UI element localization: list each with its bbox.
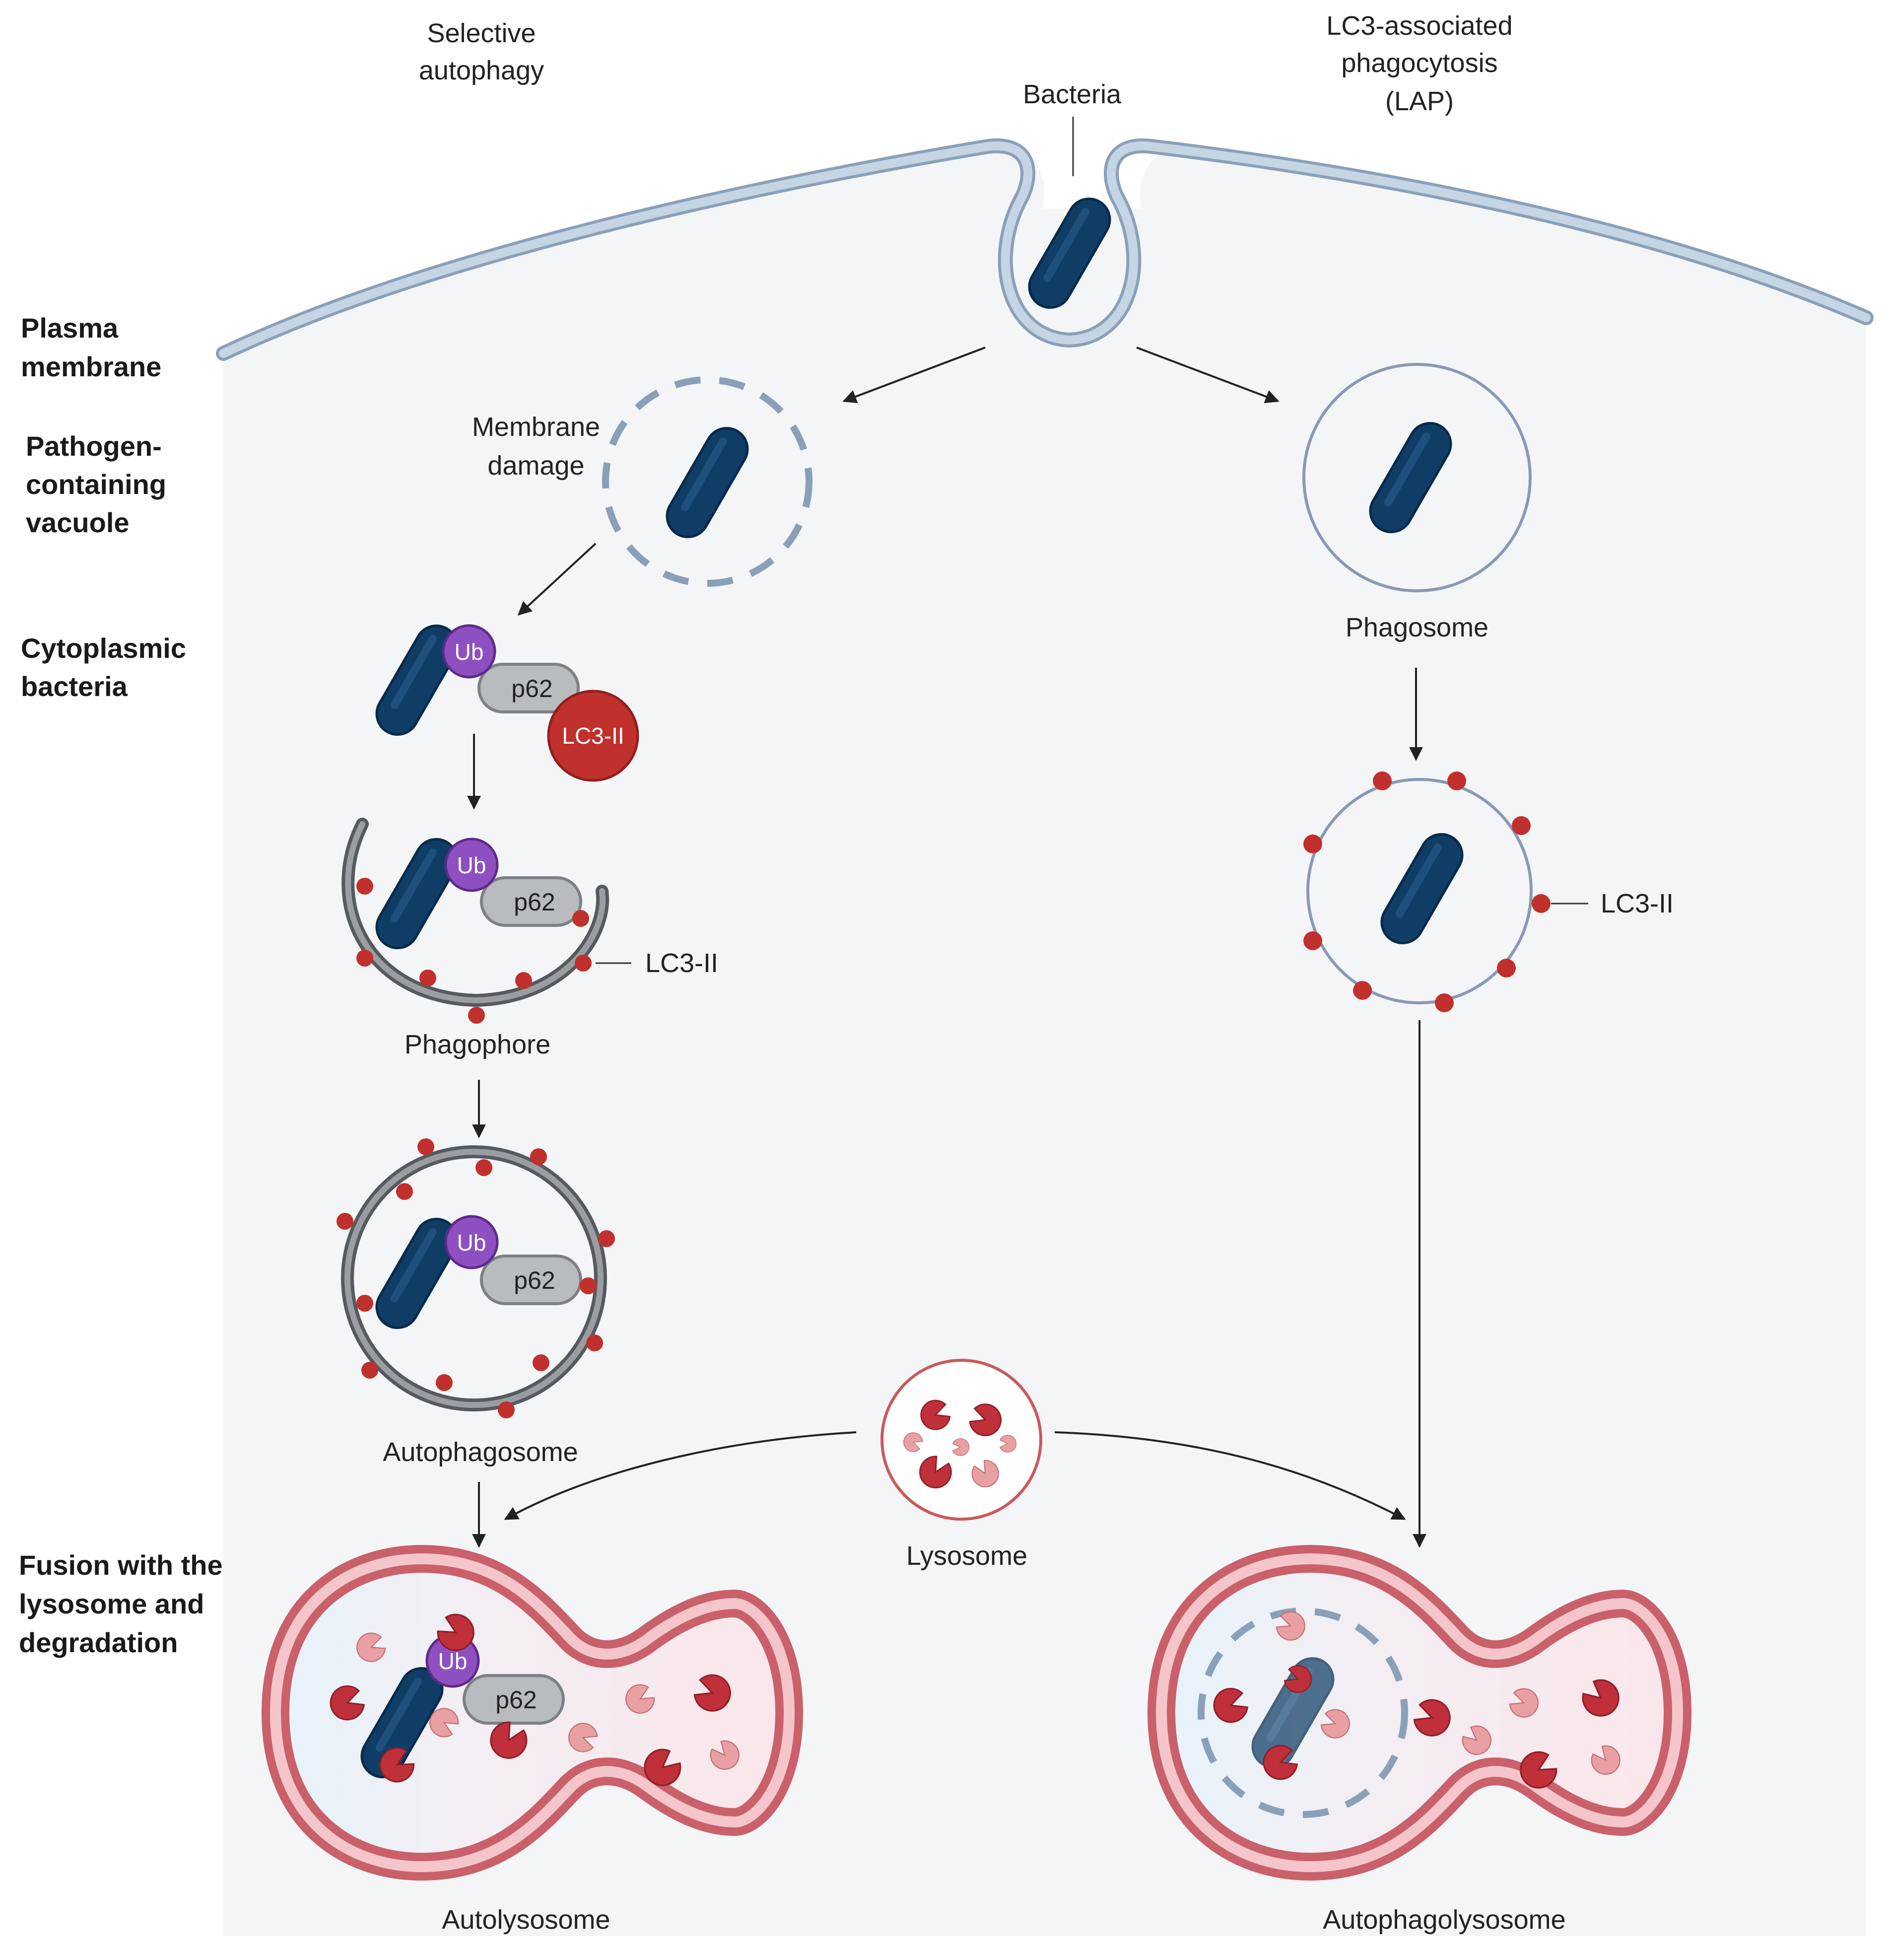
phagosome-label: Phagosome bbox=[1346, 613, 1488, 642]
autophagolysosome bbox=[1147, 1544, 1692, 1881]
cytoplasmic-complex: p62 Ub LC3-II bbox=[369, 618, 639, 782]
bacteria-label: Bacteria bbox=[1023, 79, 1122, 109]
phagophore-ub-label: Ub bbox=[457, 852, 486, 878]
lap-vesicle-membrane bbox=[1306, 778, 1533, 1004]
fusion-label-2: lysosome and bbox=[19, 1588, 204, 1619]
ub-label: Ub bbox=[455, 639, 484, 665]
p62-pill bbox=[477, 663, 580, 713]
phagophore-lc3-dots bbox=[356, 878, 592, 1024]
phagophore-lc3-ii-label: LC3-II bbox=[645, 948, 718, 978]
phagophore-p62-label: p62 bbox=[514, 888, 555, 916]
phagophore-p62 bbox=[480, 876, 582, 927]
autophagosome-label: Autophagosome bbox=[383, 1437, 578, 1467]
selective-autophagy-line1: Selective bbox=[427, 18, 536, 48]
selective-autophagy-line2: autophagy bbox=[419, 56, 544, 85]
arrow-to-damage bbox=[842, 347, 986, 404]
autolysosome: p62 Ub bbox=[261, 1544, 804, 1881]
autophagosome-p62-label: p62 bbox=[514, 1266, 555, 1294]
autolysosome-p62-label: p62 bbox=[495, 1686, 537, 1714]
autophagosome-ub bbox=[444, 1215, 499, 1269]
autolysosome-p62 bbox=[463, 1674, 565, 1725]
fusion-label-1: Fusion with the bbox=[19, 1549, 223, 1581]
phagophore-ub bbox=[444, 838, 499, 892]
lc3-ii-circle bbox=[547, 690, 639, 782]
lc3-ii-inline-label: LC3-II bbox=[562, 723, 624, 749]
membrane-damage-line2: damage bbox=[487, 451, 584, 481]
arrow-lysosome-to-autolysosome bbox=[504, 1431, 857, 1520]
cell-cytoplasm bbox=[223, 145, 1866, 1936]
autophagosome-ub-label: Ub bbox=[457, 1230, 486, 1256]
pathogen-vacuole-label-2: containing bbox=[26, 469, 166, 500]
autolysosome-ub-label: Ub bbox=[438, 1648, 468, 1674]
lysosome-label: Lysosome bbox=[906, 1541, 1027, 1571]
pathogen-vacuole-label-1: Pathogen- bbox=[26, 430, 162, 462]
autophagosome-lc3-dots bbox=[337, 1138, 615, 1418]
phagophore-label: Phagophore bbox=[405, 1030, 550, 1059]
arrow-to-phagosome bbox=[1136, 347, 1280, 404]
ub-circle bbox=[442, 624, 496, 679]
autophagolysosome-label: Autophagolysosome bbox=[1323, 1905, 1565, 1935]
cytoplasmic-bacteria-label-1: Cytoplasmic bbox=[21, 632, 186, 664]
pathogen-vacuole-label-3: vacuole bbox=[26, 507, 130, 538]
plasma-membrane-label-2: membrane bbox=[21, 351, 161, 382]
degraded-vacuole bbox=[1198, 1608, 1408, 1818]
autophagosome: p62 Ub bbox=[337, 1138, 615, 1418]
lap-line3: (LAP) bbox=[1385, 86, 1454, 116]
p62-label: p62 bbox=[511, 675, 552, 702]
lap-lc3-ii-label: LC3-II bbox=[1601, 889, 1674, 918]
autophagosome-p62 bbox=[480, 1255, 582, 1305]
lap-line1: LC3-associated bbox=[1326, 11, 1512, 41]
arrow-to-cytoplasmic bbox=[517, 543, 597, 616]
fusion-label-3: degradation bbox=[19, 1627, 178, 1658]
phagophore: p62 Ub bbox=[341, 818, 609, 1024]
lap-line2: phagocytosis bbox=[1341, 48, 1497, 78]
plasma-membrane-label-1: Plasma bbox=[21, 312, 119, 344]
membrane-damage-line1: Membrane bbox=[472, 412, 600, 442]
damaged-vacuole bbox=[602, 376, 812, 587]
phagosome bbox=[1302, 363, 1532, 592]
lap-lc3-dots bbox=[1303, 771, 1551, 1012]
cytoplasmic-bacteria-label-2: bacteria bbox=[21, 671, 128, 702]
lysosome bbox=[880, 1359, 1042, 1521]
autolysosome-label: Autolysosome bbox=[442, 1905, 610, 1935]
arrow-lysosome-to-autophagolysosome bbox=[1054, 1431, 1406, 1520]
lap-vesicle bbox=[1303, 771, 1551, 1012]
